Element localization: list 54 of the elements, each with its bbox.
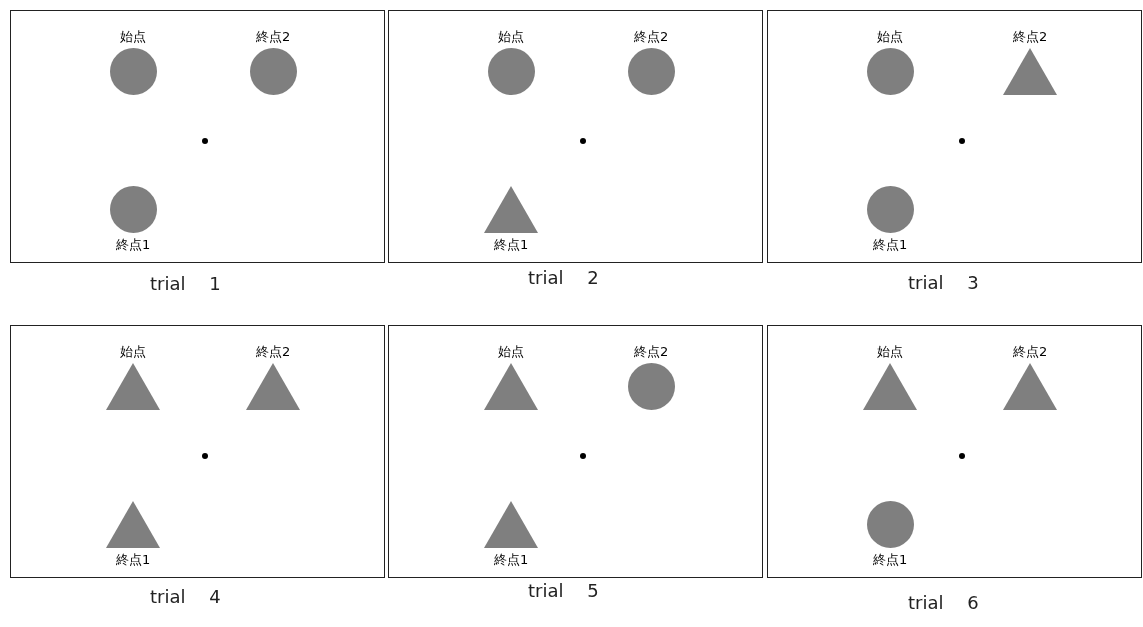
fixation-dot [202, 453, 208, 459]
fixation-dot [202, 138, 208, 144]
circle-shape [627, 47, 675, 95]
stimulus-panel [10, 325, 385, 578]
circle-shape [866, 500, 914, 548]
trial-label: trial 4 [150, 586, 221, 607]
point-label: 終点1 [873, 551, 908, 568]
point-label: 始点 [498, 343, 524, 360]
triangle-shape [484, 500, 538, 548]
point-label: 終点1 [116, 236, 151, 253]
triangle-shape [246, 362, 300, 410]
trial-label: trial 2 [528, 267, 599, 288]
stimulus-panel [388, 10, 763, 263]
fixation-dot [580, 138, 586, 144]
triangle-shape [484, 362, 538, 410]
point-label: 終点2 [256, 28, 291, 45]
triangle-shape [484, 185, 538, 233]
point-label: 終点2 [1013, 28, 1048, 45]
point-label: 終点2 [634, 343, 669, 360]
point-label: 始点 [498, 28, 524, 45]
circle-shape [627, 362, 675, 410]
fixation-dot [959, 453, 965, 459]
triangle-shape [106, 362, 160, 410]
point-label: 始点 [877, 343, 903, 360]
point-label: 終点2 [1013, 343, 1048, 360]
fixation-dot [580, 453, 586, 459]
stimulus-panel [767, 10, 1142, 263]
triangle-shape [1003, 47, 1057, 95]
circle-shape [866, 47, 914, 95]
triangle-shape [1003, 362, 1057, 410]
point-label: 終点2 [634, 28, 669, 45]
stimulus-panel [10, 10, 385, 263]
circle-shape [109, 47, 157, 95]
stimulus-panel [388, 325, 763, 578]
circle-shape [866, 185, 914, 233]
point-label: 始点 [120, 343, 146, 360]
triangle-shape [106, 500, 160, 548]
point-label: 終点1 [116, 551, 151, 568]
point-label: 終点2 [256, 343, 291, 360]
point-label: 終点1 [494, 236, 529, 253]
point-label: 終点1 [494, 551, 529, 568]
triangle-shape [863, 362, 917, 410]
point-label: 始点 [877, 28, 903, 45]
stimulus-panel [767, 325, 1142, 578]
circle-shape [249, 47, 297, 95]
trial-label: trial 3 [908, 272, 979, 293]
point-label: 終点1 [873, 236, 908, 253]
fixation-dot [959, 138, 965, 144]
circle-shape [487, 47, 535, 95]
point-label: 始点 [120, 28, 146, 45]
trial-label: trial 1 [150, 273, 221, 294]
trial-label: trial 6 [908, 592, 979, 613]
trial-label: trial 5 [528, 580, 599, 601]
circle-shape [109, 185, 157, 233]
